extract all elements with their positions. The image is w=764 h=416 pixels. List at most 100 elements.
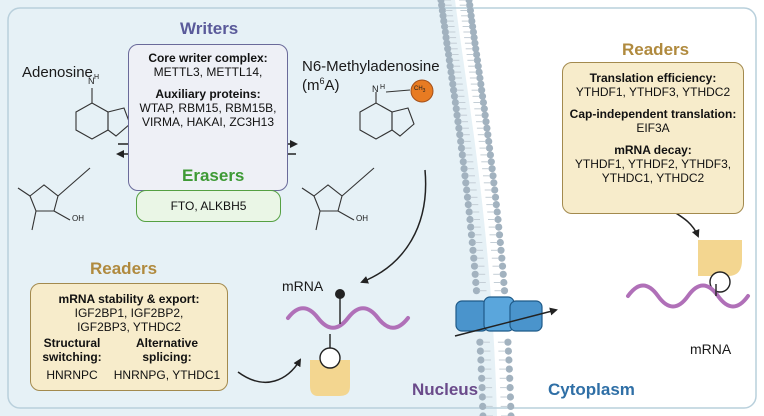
alternative-splicing-items: HNRNPG, YTHDC1 [113,368,221,382]
readers-right-box: Translation efficiency: YTHDF1, YTHDF3, … [562,62,744,214]
lipid-head [464,201,472,209]
stability-export-line-1: IGF2BP1, IGF2BP2, [74,306,184,320]
lipid-head [494,215,502,224]
translation-efficiency-items: YTHDF1, YTHDF3, YTHDC2 [575,85,731,99]
stability-export-title: mRNA stability & export: [58,292,200,306]
lipid-head [506,393,514,401]
lipid-head [442,34,450,42]
translation-efficiency-title: Translation efficiency: [589,71,717,85]
structural-switching-title-2: switching: [42,350,102,364]
lipid-head [480,105,488,113]
methyl-label: CH3 [414,86,426,95]
reader-protein-nucleus-icon [310,360,350,396]
lipid-head [470,34,478,42]
lipid-head [504,347,512,355]
lipid-head [463,193,472,201]
auxiliary-line-1: WTAP, RBM15, RBM15B, [139,101,277,115]
lipid-head [500,278,508,287]
alternative-splicing-group: Alternative splicing: HNRNPG, YTHDC1 [113,336,221,382]
m6a-label-line1: N6-Methyladenosine [302,58,440,75]
lipid-head [450,92,459,100]
lipid-head [474,62,482,70]
lipid-head [483,124,491,132]
lipid-head [477,356,485,364]
lipid-head [479,98,487,107]
lipid-head [485,144,494,152]
reader-pocket-nucleus [319,347,341,369]
lipid-head [497,246,505,254]
lipid-head [484,131,492,139]
structural-switching-group: Structural switching: HNRNPC [37,336,107,382]
lipid-head [467,12,475,20]
lipid-head [454,118,462,126]
amine-h-label: H [94,74,100,81]
lipid-head [445,56,453,64]
lipid-head [477,365,485,373]
lipid-head [479,402,487,410]
lipid-head [469,28,477,36]
lipid-head [447,68,455,76]
nuclear-membrane [437,0,515,416]
cap-independent-items: EIF3A [636,121,670,135]
lipid-head [478,86,486,94]
lipid-head [493,208,501,216]
lipid-head [478,384,486,392]
m6a-to-mrna-arrow [360,169,427,284]
lipid-head [476,347,484,355]
lipid-head [472,278,480,287]
auxiliary-title: Auxiliary proteins: [155,87,261,101]
readers-left-arrow [237,358,302,383]
lipid-head [448,74,456,82]
lipid-head [466,6,474,15]
lipid-head [443,39,451,47]
lipid-head [441,28,449,36]
outer-frame [7,7,757,409]
lipid-head [469,22,477,31]
lipid-head [498,262,507,270]
nucleus-label: Nucleus [412,380,479,399]
readers-left-heading: Readers [90,259,158,278]
lipid-head [467,223,475,231]
lipid-head [500,287,509,295]
lipid-head [472,287,481,295]
lipid-head [488,165,496,173]
lipid-head [469,246,477,254]
lipid-head [456,131,464,139]
lipid-head [491,193,500,201]
lipid-head [471,270,479,278]
lipid-head [507,412,515,416]
erasers-box: FTO, ALKBH5 [136,190,281,222]
lipid-head [459,158,467,166]
adenosine-molecule [17,88,131,231]
lipid-head [478,374,486,382]
core-writer-title: Core writer complex: [148,51,268,65]
m6a-molecule [301,89,415,231]
lipid-head [446,62,454,70]
alternative-splicing-title-2: splicing: [142,350,192,364]
stability-export-line-2: IGF2BP3, YTHDC2 [77,320,181,334]
lipid-head [470,262,479,270]
readers-left-box: mRNA stability & export: IGF2BP1, IGF2BP… [30,283,228,391]
lipid-head [445,50,453,59]
lipid-head [438,1,446,9]
m6a-dot-nucleus [335,289,345,299]
adenosine-label: Adenosine [22,64,93,81]
lipid-head [471,39,479,47]
alternative-splicing-title-1: Alternative [135,336,199,350]
lipid-head [466,1,474,9]
lipid-head [440,17,448,25]
mrna-decay-title: mRNA decay: [614,143,692,157]
lipid-head [487,158,495,166]
amine-n-label: N [88,76,95,86]
nuclear-pore-channel [455,296,543,332]
lipid-head [481,111,489,119]
mrna-decay-line-1: YTHDF1, YTHDF2, YTHDF3, [574,157,732,171]
lipid-head [439,12,447,20]
mrna-strand-cytoplasm [626,283,750,309]
lipid-head [482,118,490,126]
lipid-head [476,74,484,82]
lipid-head [453,111,461,119]
structural-switching-items: HNRNPC [46,368,98,382]
lipid-head [455,124,463,132]
